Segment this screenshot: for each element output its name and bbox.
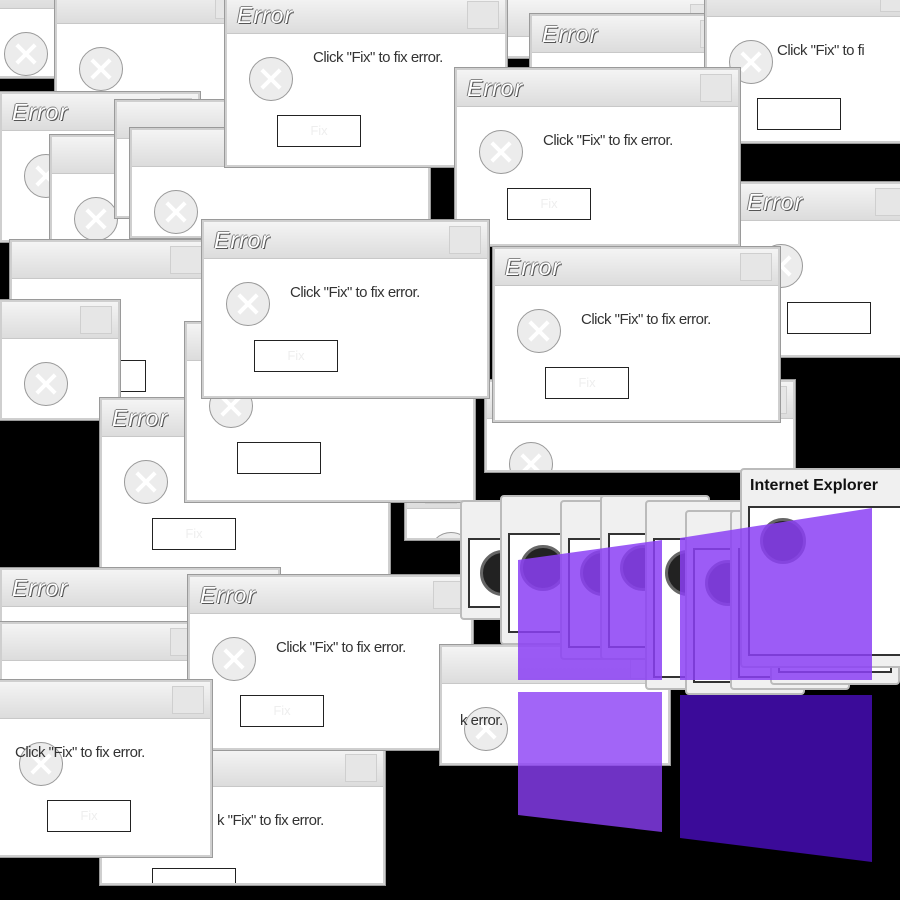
- ie-dialog-title: Internet Explorer: [750, 477, 879, 494]
- dialog-title: Error: [542, 21, 599, 47]
- error-x-icon: [74, 197, 118, 241]
- error-x-icon: [464, 707, 508, 751]
- windows-logo-pane-top-left: [518, 540, 662, 680]
- close-button[interactable]: [172, 686, 204, 714]
- error-x-icon: [24, 362, 68, 406]
- error-message: k error.: [460, 712, 503, 729]
- dialog-title: Error: [12, 99, 69, 125]
- error-dialog[interactable]: Click "Fix" to fix error. Fix: [0, 680, 212, 857]
- close-button[interactable]: [467, 1, 499, 29]
- error-message: Click "Fix" to fix error.: [543, 132, 673, 149]
- fix-button[interactable]: [152, 868, 236, 883]
- error-x-icon: [4, 32, 48, 76]
- title-bar[interactable]: Error: [495, 249, 778, 286]
- fix-button[interactable]: [787, 302, 871, 334]
- windows-logo-pane-bottom-left: [518, 692, 662, 832]
- windows-logo-pane-bottom-right: [680, 695, 872, 862]
- error-message: Click "Fix" to fix error.: [290, 284, 420, 301]
- windows-logo-pane-top-right: [680, 508, 872, 680]
- fix-button[interactable]: Fix: [507, 188, 591, 220]
- title-bar[interactable]: [2, 624, 208, 661]
- error-x-icon: [509, 442, 553, 470]
- error-x-icon: [154, 190, 198, 234]
- dialog-title: Error: [112, 405, 169, 431]
- error-x-icon: [226, 282, 270, 326]
- dialog-title: Error: [200, 582, 257, 608]
- dialog-title: Error: [505, 254, 562, 280]
- close-button[interactable]: [345, 754, 377, 782]
- close-button[interactable]: [80, 306, 112, 334]
- close-button[interactable]: [880, 0, 900, 12]
- dialog-title: Error: [747, 189, 804, 215]
- error-x-icon: [79, 47, 123, 91]
- fix-button[interactable]: Fix: [152, 518, 236, 550]
- title-bar[interactable]: [0, 682, 210, 719]
- title-bar[interactable]: [2, 302, 118, 339]
- dialog-title: Error: [12, 575, 69, 601]
- fix-button[interactable]: Fix: [240, 695, 324, 727]
- error-message: k "Fix" to fix error.: [217, 812, 324, 829]
- fix-button[interactable]: Fix: [254, 340, 338, 372]
- error-message: Click "Fix" to fi: [777, 42, 865, 59]
- error-x-icon: [249, 57, 293, 101]
- fix-button[interactable]: [237, 442, 321, 474]
- error-message: Click "Fix" to fix error.: [581, 311, 711, 328]
- fix-button[interactable]: Fix: [47, 800, 131, 832]
- title-bar[interactable]: [12, 242, 208, 279]
- error-x-icon: [124, 460, 168, 504]
- title-bar[interactable]: [707, 0, 900, 17]
- title-bar[interactable]: Error: [737, 184, 900, 221]
- error-message: Click "Fix" to fix error.: [276, 639, 406, 656]
- close-button[interactable]: [740, 253, 772, 281]
- fix-button[interactable]: [757, 98, 841, 130]
- error-x-icon: [479, 130, 523, 174]
- title-bar[interactable]: [57, 0, 253, 24]
- fix-button[interactable]: Fix: [277, 115, 361, 147]
- title-bar[interactable]: Error: [227, 0, 505, 34]
- title-bar[interactable]: Error: [190, 577, 471, 614]
- error-message: Click "Fix" to fix error.: [313, 49, 443, 66]
- close-button[interactable]: [433, 581, 465, 609]
- dialog-title: Error: [467, 75, 524, 101]
- error-x-icon: [19, 742, 63, 786]
- close-button[interactable]: [170, 246, 202, 274]
- error-message: Click "Fix" to fix error.: [15, 744, 145, 761]
- close-button[interactable]: [449, 226, 481, 254]
- title-bar[interactable]: Error: [204, 222, 487, 259]
- error-dialog[interactable]: [0, 300, 120, 420]
- error-x-icon: [517, 309, 561, 353]
- error-x-icon: [212, 637, 256, 681]
- close-button[interactable]: [875, 188, 900, 216]
- fix-button[interactable]: Fix: [545, 367, 629, 399]
- dialog-title: Error: [214, 227, 271, 253]
- close-button[interactable]: [700, 74, 732, 102]
- dialog-title: Error: [237, 2, 294, 28]
- title-bar[interactable]: Error: [457, 70, 738, 107]
